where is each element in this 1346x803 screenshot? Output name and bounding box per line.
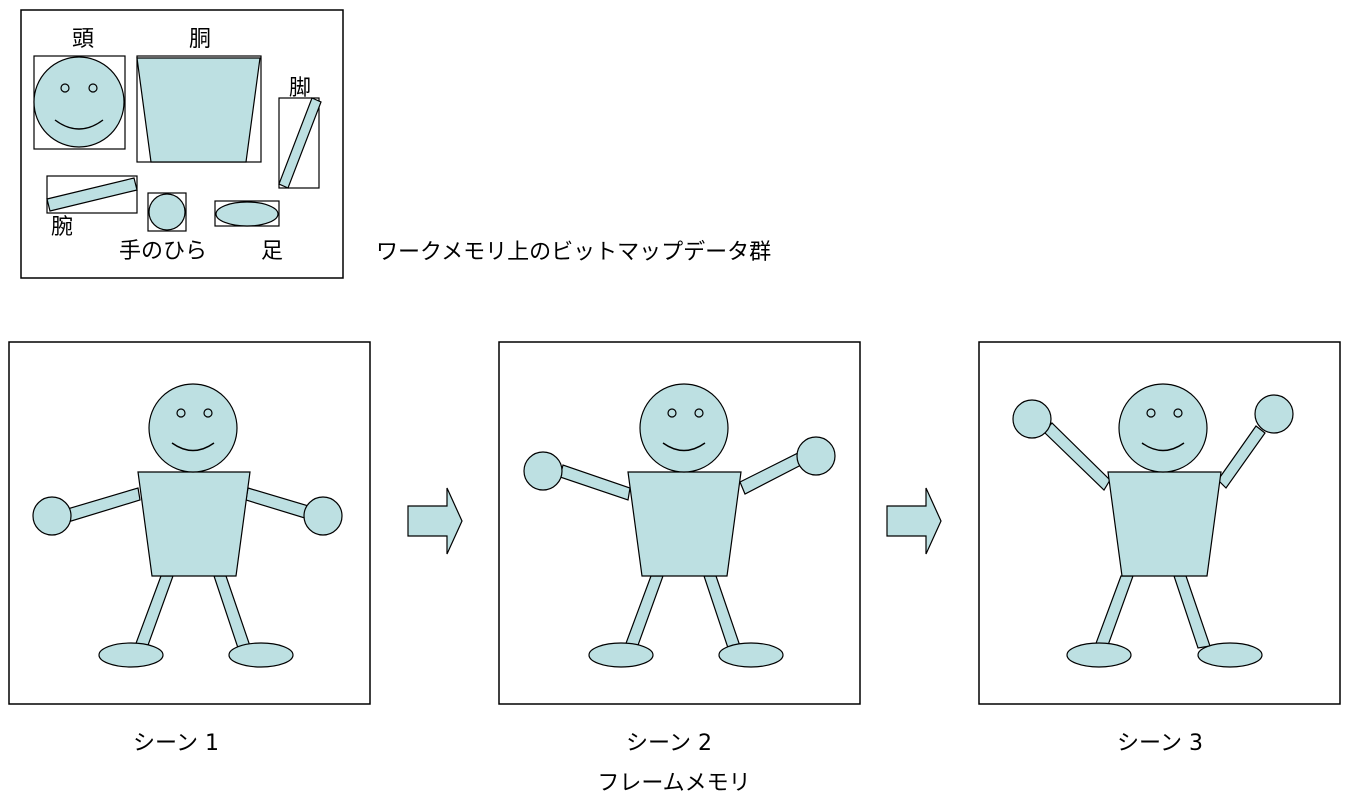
leg-part (278, 97, 322, 189)
head-label: 頭 (72, 27, 94, 52)
foot-label: 足 (261, 239, 283, 264)
mouth (54, 119, 104, 130)
eye-left (176, 408, 186, 418)
eye-left (667, 408, 677, 418)
mouth (662, 442, 706, 452)
work-memory-caption: ワークメモリ上のビットマップデータ群 (376, 240, 771, 265)
torso (137, 471, 251, 577)
torso (627, 471, 742, 577)
right-foot (1197, 642, 1263, 668)
scene-1-frame (8, 341, 371, 705)
right-palm (1254, 394, 1294, 434)
eye-right (203, 408, 213, 418)
scene-1-label: シーン 1 (133, 731, 219, 756)
arm-label: 腕 (51, 215, 73, 240)
right-arrow-icon (407, 487, 463, 555)
left-palm (1012, 399, 1052, 439)
leg-label: 脚 (289, 76, 311, 101)
scene-2-frame (498, 341, 861, 705)
arm-part (46, 175, 138, 214)
right-foot (718, 642, 784, 668)
scene-2-label: シーン 2 (626, 731, 712, 756)
torso-part (136, 55, 262, 163)
left-foot (98, 642, 164, 668)
torso-label: 胴 (189, 27, 211, 52)
left-palm (32, 496, 72, 536)
right-foot (228, 642, 294, 668)
palm-part (147, 192, 187, 232)
head-part (33, 55, 126, 150)
left-palm (523, 451, 563, 491)
eye-right (694, 408, 704, 418)
scene-1-figure (32, 383, 343, 668)
head (639, 383, 729, 473)
palm-label: 手のひら (119, 239, 207, 264)
right-arrow-icon (886, 487, 942, 555)
foot-part (214, 200, 280, 227)
left-foot (1066, 642, 1132, 668)
head (1118, 383, 1208, 473)
left-foot (588, 642, 654, 668)
right-palm (303, 496, 343, 536)
torso-shape (136, 57, 261, 163)
leg-shape (278, 97, 322, 189)
head (148, 383, 238, 473)
work-memory-panel: 頭 胴 脚 腕 手のひら 足 (20, 9, 344, 279)
eye-right (88, 83, 98, 93)
scene-3-frame (978, 341, 1341, 705)
mouth (1141, 442, 1185, 452)
torso (1107, 471, 1222, 577)
scene-3-figure (1012, 383, 1294, 668)
mouth (171, 442, 215, 452)
right-arm (1217, 425, 1266, 489)
palm-shape (148, 193, 186, 231)
scene-2-figure (523, 383, 836, 668)
foot-shape (215, 201, 279, 227)
eye-left (1146, 408, 1156, 418)
scene-3-label: シーン 3 (1117, 731, 1203, 756)
eye-right (1173, 408, 1183, 418)
head-shape (33, 56, 125, 148)
arm-shape (46, 177, 138, 212)
right-palm (796, 436, 836, 476)
eye-left (60, 83, 70, 93)
frame-memory-caption: フレームメモリ (597, 771, 750, 796)
